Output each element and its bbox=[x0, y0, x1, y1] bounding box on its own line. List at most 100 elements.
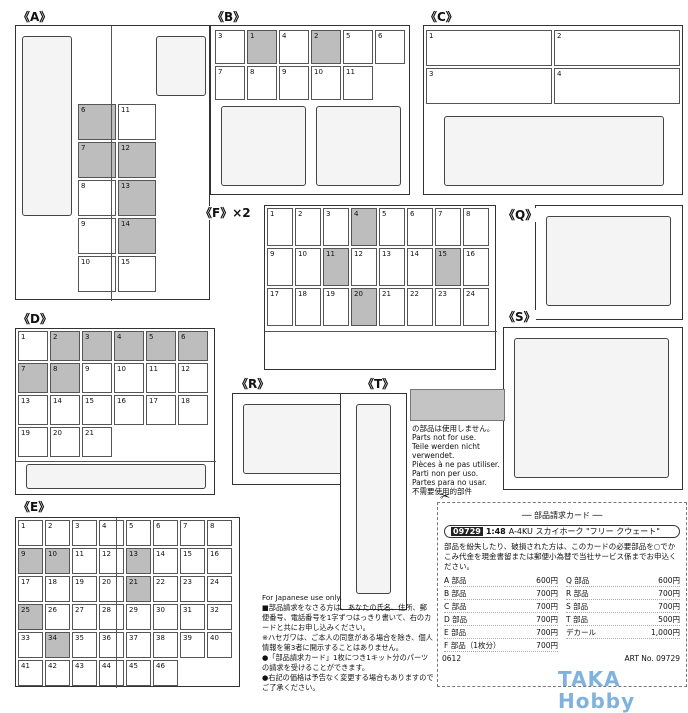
part-cell: 10 bbox=[114, 363, 144, 393]
part-cell: 14 bbox=[50, 395, 80, 425]
part-cell: 11 bbox=[343, 66, 373, 100]
part-cell: 41 bbox=[18, 660, 43, 686]
part-cell: 1 bbox=[426, 30, 552, 66]
print-date: 0612 bbox=[442, 654, 462, 663]
japanese-note-line: ※ハセガワは、ご本人の同意がある場合を除き、個人情報を第3者に開示することはあり… bbox=[262, 633, 433, 652]
price-part: A 部品 bbox=[444, 576, 467, 585]
japanese-note-line: ■部品請求をなさる方は、あなたの氏名、住所、郵便番号、電話番号を1字ずつはっきり… bbox=[262, 603, 432, 632]
part-cell: 16 bbox=[207, 548, 232, 574]
part-cell: 2 bbox=[554, 30, 680, 66]
price-part: D 部品 bbox=[444, 615, 468, 624]
part-cell: 12 bbox=[178, 363, 208, 393]
part-cell: 2 bbox=[295, 208, 321, 246]
price-value: 700円 bbox=[658, 589, 680, 598]
part-cell: 15 bbox=[435, 248, 461, 286]
part-cell: 22 bbox=[153, 576, 178, 602]
kit-code: 09729 bbox=[451, 527, 483, 536]
part-cell: 15 bbox=[82, 395, 112, 425]
part-cell: 2 bbox=[50, 331, 80, 361]
part-cell: 8 bbox=[207, 520, 232, 546]
part-cell: 8 bbox=[50, 363, 80, 393]
part-cell: 9 bbox=[82, 363, 112, 393]
part-cell: 25 bbox=[18, 604, 43, 630]
part-cell: 20 bbox=[99, 576, 124, 602]
part-cell: 37 bbox=[126, 632, 151, 658]
part-cell: 19 bbox=[72, 576, 97, 602]
art-number: ART No. 09729 bbox=[624, 654, 680, 663]
part-cell: 9 bbox=[18, 548, 43, 574]
part-cell: 19 bbox=[323, 288, 349, 326]
part-cell: 20 bbox=[351, 288, 377, 326]
not-used-line: Parts not for use. bbox=[412, 433, 477, 442]
part-cell: 15 bbox=[118, 256, 156, 292]
part-cell: 10 bbox=[45, 548, 70, 574]
not-used-line: の部品は使用しません。 bbox=[412, 424, 495, 433]
part-cell: 10 bbox=[78, 256, 116, 292]
part-cell: 22 bbox=[407, 288, 433, 326]
part-cell: 6 bbox=[178, 331, 208, 361]
part-cell: 16 bbox=[114, 395, 144, 425]
price-row: A 部品 600円 bbox=[444, 575, 558, 587]
part-cell: 35 bbox=[72, 632, 97, 658]
part-cell: 12 bbox=[351, 248, 377, 286]
part-cell: 8 bbox=[247, 66, 277, 100]
not-used-swatch bbox=[410, 389, 505, 421]
sprue-t bbox=[340, 393, 407, 610]
sprue-part bbox=[356, 404, 391, 594]
price-value: 600円 bbox=[536, 576, 558, 585]
part-cell: 4 bbox=[554, 68, 680, 104]
part-cell: 1 bbox=[247, 30, 277, 64]
part-cell: 18 bbox=[178, 395, 208, 425]
part-cell: 30 bbox=[153, 604, 178, 630]
part-cell: 24 bbox=[463, 288, 489, 326]
part-cell: 8 bbox=[463, 208, 489, 246]
frame-label-f: 《F》×2 bbox=[200, 206, 251, 220]
not-used-line: Partes para no usar. bbox=[412, 478, 487, 487]
sprue-part bbox=[221, 106, 306, 186]
part-cell: 17 bbox=[18, 576, 43, 602]
japanese-note-line: ●右記の価格は予告なく変更する場合もありますのでご了承ください。 bbox=[262, 673, 434, 692]
sprue-part bbox=[22, 36, 72, 216]
frame-label-a: 《A》 bbox=[18, 10, 52, 24]
price-value: 700円 bbox=[536, 628, 558, 637]
frame-label-e: 《E》 bbox=[18, 500, 51, 514]
part-cell: 9 bbox=[279, 66, 309, 100]
part-cell: 10 bbox=[311, 66, 341, 100]
not-used-line: Pièces à ne pas utiliser. bbox=[412, 460, 500, 469]
sprue-q bbox=[535, 205, 683, 320]
price-part: E 部品 bbox=[444, 628, 467, 637]
part-cell: 11 bbox=[118, 104, 156, 140]
price-value: 700円 bbox=[536, 615, 558, 624]
price-row: F 部品（1枚分）700円 bbox=[444, 640, 558, 652]
part-cell: 1 bbox=[267, 208, 293, 246]
part-cell: 36 bbox=[99, 632, 124, 658]
part-cell: 3 bbox=[323, 208, 349, 246]
runner-bar bbox=[111, 26, 112, 301]
part-cell: 3 bbox=[426, 68, 552, 104]
part-cell: 28 bbox=[99, 604, 124, 630]
part-cell: 39 bbox=[180, 632, 205, 658]
part-cell: 26 bbox=[45, 604, 70, 630]
runner-bar bbox=[265, 331, 497, 332]
card-description: 部品を紛失したり、破損された方は、このカードの必要部品を○でかこみ代金を現金書留… bbox=[444, 542, 677, 571]
frame-label-c: 《C》 bbox=[425, 10, 458, 24]
part-cell: 46 bbox=[153, 660, 178, 686]
part-cell: 19 bbox=[18, 427, 48, 457]
part-cell: 11 bbox=[146, 363, 176, 393]
price-part: R 部品 bbox=[566, 589, 589, 598]
part-cell: 20 bbox=[50, 427, 80, 457]
part-cell: 32 bbox=[207, 604, 232, 630]
part-cell: 12 bbox=[99, 548, 124, 574]
part-cell: 5 bbox=[146, 331, 176, 361]
part-cell: 18 bbox=[295, 288, 321, 326]
part-cell: 23 bbox=[435, 288, 461, 326]
japanese-note: For Japanese use only. ■部品請求をなさる方は、あなたの氏… bbox=[262, 593, 434, 693]
runner-bar bbox=[116, 518, 117, 688]
part-cell: 23 bbox=[180, 576, 205, 602]
price-row: R 部品 700円 bbox=[566, 588, 680, 600]
